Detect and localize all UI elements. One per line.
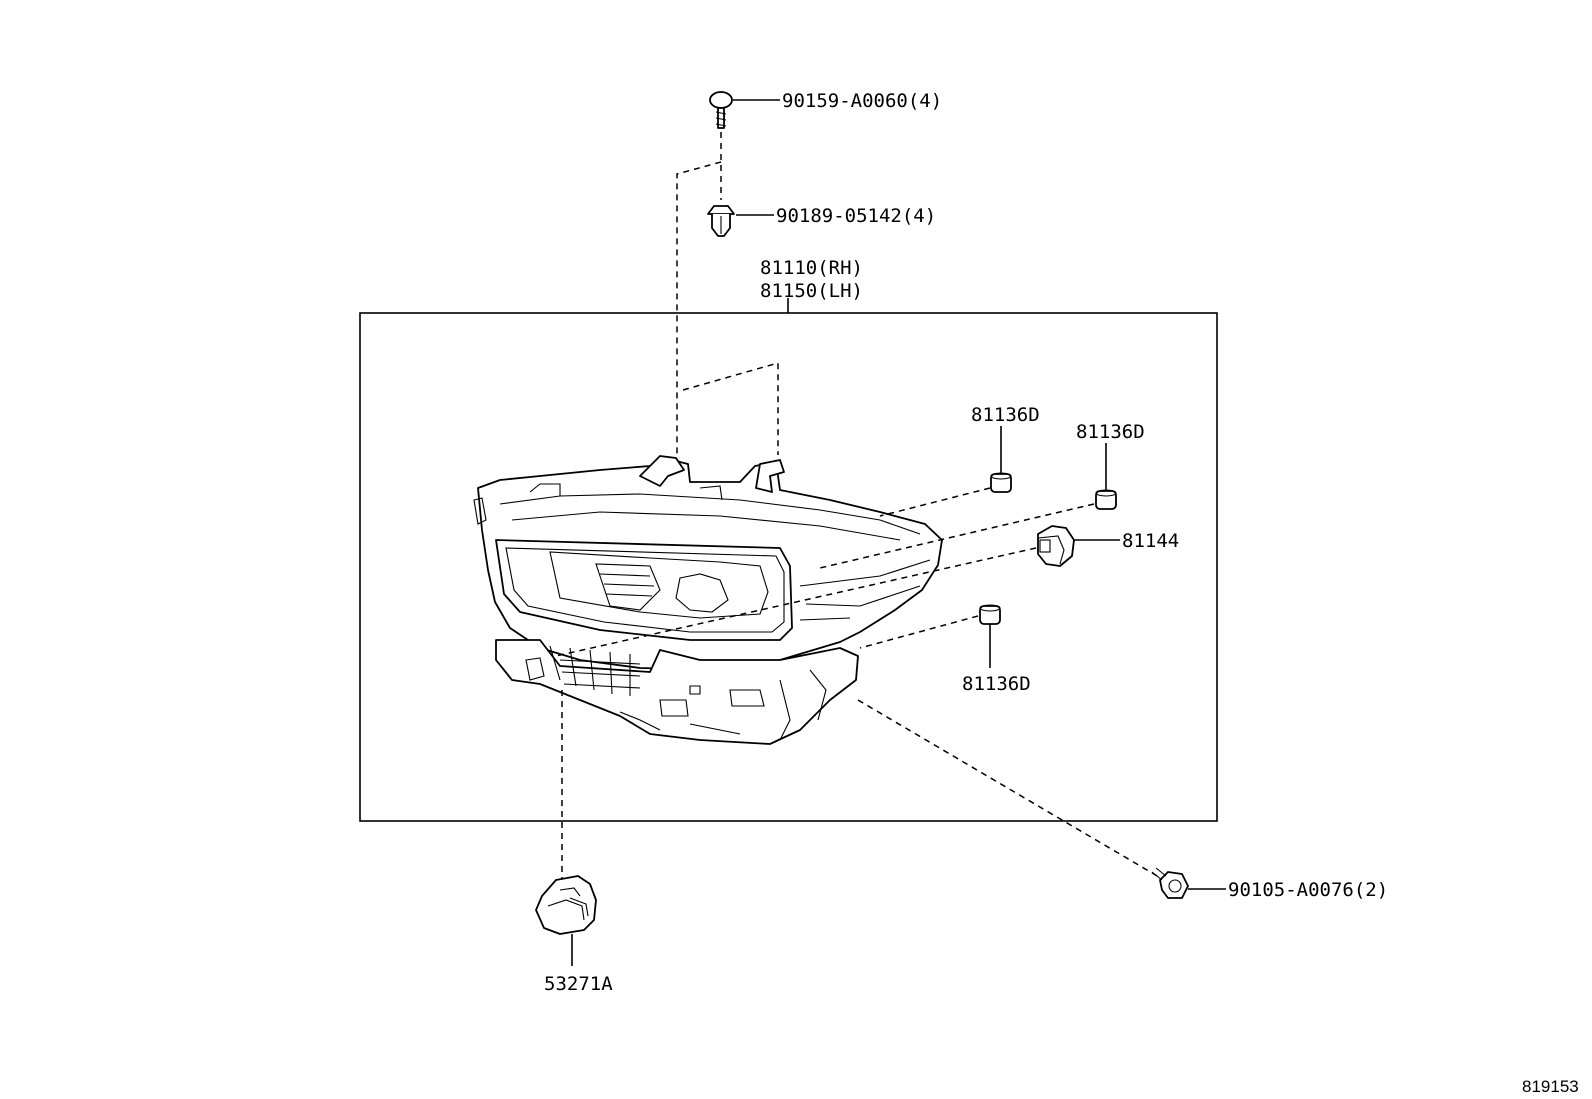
clip-top-label: 90189-05142(4) [776,205,936,227]
bracket-label: 53271A [544,973,613,995]
screw-lamp-dash [676,161,722,455]
cap-upper-right-label: 81136D [1076,421,1145,443]
socket-dash [555,547,1037,657]
cap-lower-label: 81136D [962,673,1031,695]
cap-upper-label: 81136D [971,404,1040,426]
cap-upper-icon [990,472,1012,493]
assembly-lh-label: 81150(LH) [760,280,863,302]
socket-label: 81144 [1122,530,1179,552]
headlamp-icon [473,455,943,745]
cap-lower-dash [859,615,979,649]
bolt-bottom-icon [1151,867,1189,899]
bolt-dash [857,699,1165,881]
bolt-bottom-label: 90105-A0076(2) [1228,879,1388,901]
cap-upper-right-icon [1095,489,1117,510]
assembly-rh-label: 81110(RH) [760,257,863,279]
diagram-ref-number: 819153 [1522,1077,1579,1096]
clip-top-icon [707,205,735,237]
cap-upper-right-dash [819,503,1095,569]
bracket-icon [535,875,597,935]
cap-lower-icon [979,604,1001,625]
socket-icon [1037,525,1075,567]
cap-upper-dash [879,487,991,517]
screw-top-icon [709,91,733,129]
bridge-dash [682,362,779,455]
screw-top-label: 90159-A0060(4) [782,90,942,112]
